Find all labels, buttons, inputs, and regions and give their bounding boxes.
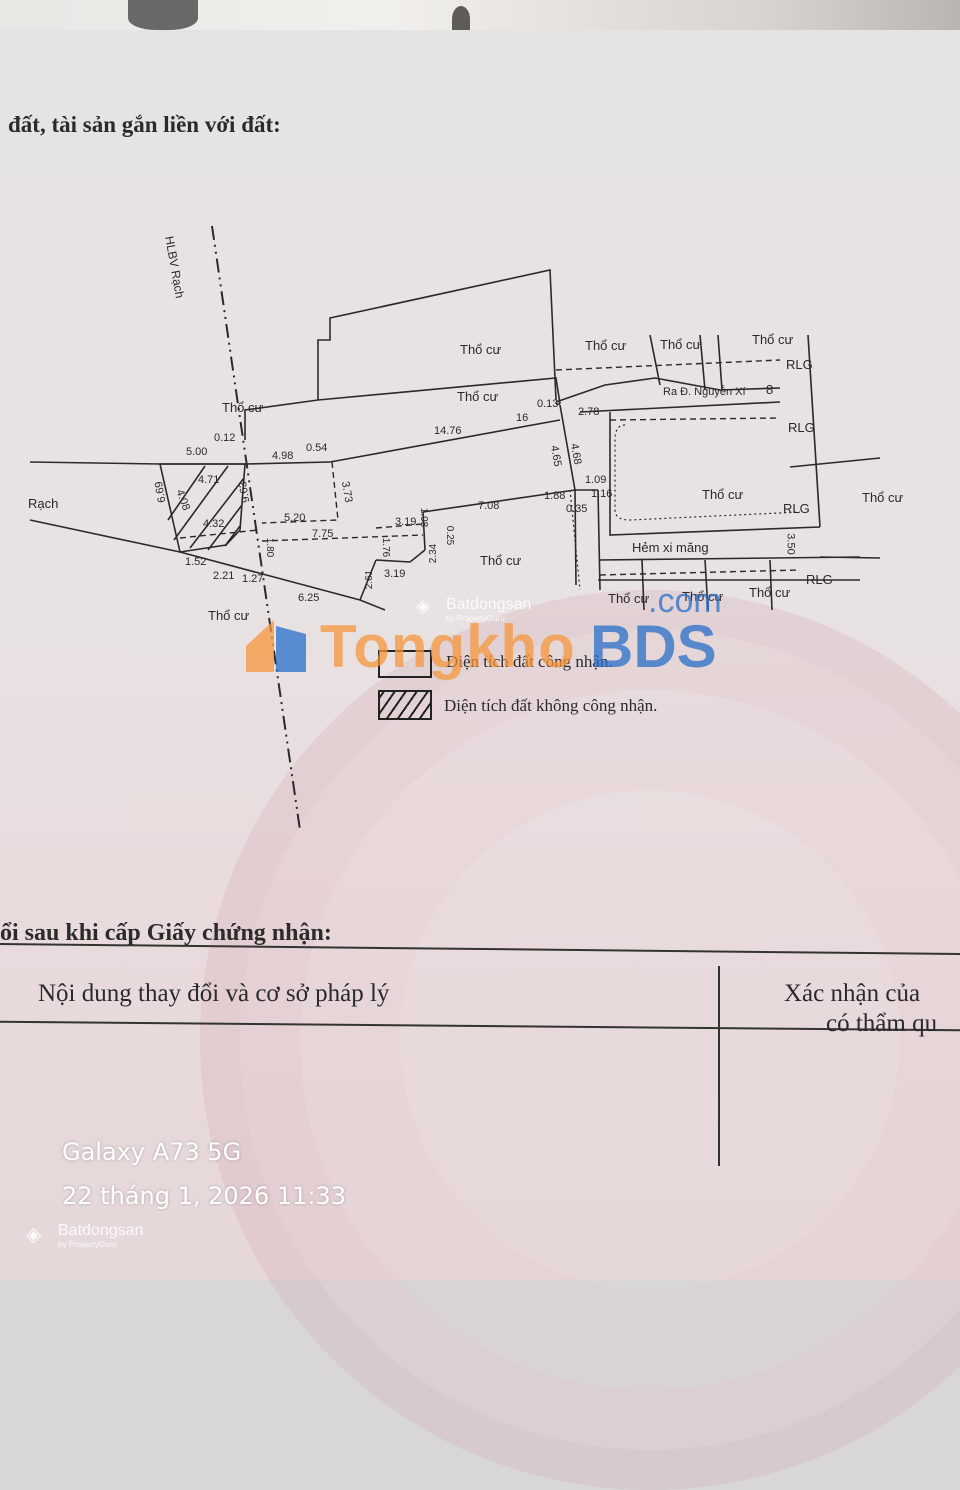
dimension: 1.09 xyxy=(585,474,607,486)
dimension: 3.19 xyxy=(395,516,417,528)
zone-label: Thổ cư xyxy=(585,338,627,353)
dimension: 0.54 xyxy=(306,442,328,454)
dimension: 2.34 xyxy=(428,543,440,564)
dimension: 14.76 xyxy=(434,425,462,437)
zone-label: Thổ cư xyxy=(208,608,250,623)
batdongsan-watermark: Batdongsan xyxy=(58,1222,144,1239)
dimension: 0.25 xyxy=(444,525,456,546)
tongkho-watermark-bds: BDS xyxy=(590,613,717,680)
zone-label: Thổ cư xyxy=(457,389,499,404)
tongkho-house-logo-icon xyxy=(246,620,306,672)
clip-shadow xyxy=(452,6,470,32)
rlg-label: RLG xyxy=(806,572,833,587)
batdongsan-watermark-sub: by PropertyGuru xyxy=(446,614,505,623)
dimension: 1.76 xyxy=(380,537,392,558)
legend-recognized-swatch xyxy=(378,650,432,678)
table-border xyxy=(718,966,720,1166)
alley-label: Hẻm xi măng xyxy=(632,540,709,555)
batdongsan-watermark-sub: by PropertyGuru xyxy=(58,1240,117,1249)
river-label: Rạch xyxy=(28,496,59,511)
dimension: 7.75 xyxy=(312,528,334,540)
road-label: Ra Đ. Nguyễn Xí xyxy=(663,386,746,398)
dimension: 0.35 xyxy=(566,503,588,515)
zone-label: Thổ cư xyxy=(660,337,702,352)
dimension: 3.19 xyxy=(384,568,406,580)
legend-recognized-label: Diện tích đất công nhận. xyxy=(446,652,613,671)
zone-label: Thổ cư xyxy=(752,332,794,347)
section-heading: đất, tài sản gắn liền với đất: xyxy=(8,112,281,137)
dimension: 1.52 xyxy=(185,556,207,568)
dimension: 2.21 xyxy=(213,570,235,582)
dimension: 1.08 xyxy=(418,507,430,528)
dimension: 5.20 xyxy=(284,512,306,524)
changes-heading: ổi sau khi cấp Giấy chứng nhận: xyxy=(0,920,332,946)
table-header-confirm: Xác nhận của xyxy=(784,980,921,1007)
zone-label: Thổ cư xyxy=(682,589,724,604)
rlg-label: RLG xyxy=(783,501,810,516)
zone-label: Thổ cư xyxy=(222,400,264,415)
legend-not-recognized-label: Diện tích đất không công nhận. xyxy=(444,696,658,715)
batdongsan-watermark: Batdongsan xyxy=(446,596,532,613)
camera-device-label: Galaxy A73 5G xyxy=(62,1138,242,1166)
zone-label: Thổ cư xyxy=(702,487,744,502)
dimension: 0.13 xyxy=(537,398,559,410)
dimension: 0.12 xyxy=(214,432,236,444)
table-header-content: Nội dung thay đổi và cơ sở pháp lý xyxy=(38,980,390,1007)
table-header-confirm-2: có thẩm qu xyxy=(826,1010,938,1037)
camera-datetime-label: 22 tháng 1, 2026 11:33 xyxy=(62,1182,346,1210)
zone-label: Thổ cư xyxy=(608,591,650,606)
batdongsan-logo-icon: ◈ xyxy=(26,1224,42,1246)
road-number: 8 xyxy=(766,382,774,397)
dimension: 4.98 xyxy=(272,450,294,462)
dimension: 1.88 xyxy=(544,490,566,502)
zone-label: Thổ cư xyxy=(460,342,502,357)
dimension: 7.08 xyxy=(478,500,500,512)
rlg-label: RLG xyxy=(786,357,813,372)
dimension: 1.80 xyxy=(264,537,276,558)
clip-shadow xyxy=(128,0,198,30)
legend-not-recognized-swatch xyxy=(378,690,432,720)
dimension: 2.78 xyxy=(578,406,600,418)
dimension: 6.25 xyxy=(298,592,320,604)
dimension: 4.32 xyxy=(203,518,225,530)
dimension: 1.27 xyxy=(242,573,264,585)
zone-label: Thổ cư xyxy=(480,553,522,568)
dimension: 3.50 xyxy=(784,533,797,555)
tongkho-watermark: Tongkho xyxy=(320,613,576,680)
rlg-label: RLG xyxy=(788,420,815,435)
tongkho-watermark-com: .com xyxy=(648,582,722,620)
batdongsan-logo-icon: ◈ xyxy=(416,596,430,616)
land-plot-diagram xyxy=(29,225,881,831)
dimension: 2.61 xyxy=(364,569,376,590)
background-surface xyxy=(0,0,960,32)
dimension: 5.00 xyxy=(186,446,208,458)
zone-label: Thổ cư xyxy=(862,490,904,505)
dimension: 16 xyxy=(516,412,529,424)
dimension: 1.16 xyxy=(591,488,613,500)
zone-label: Thổ cư xyxy=(749,585,791,600)
dimension: 4.71 xyxy=(198,474,220,486)
